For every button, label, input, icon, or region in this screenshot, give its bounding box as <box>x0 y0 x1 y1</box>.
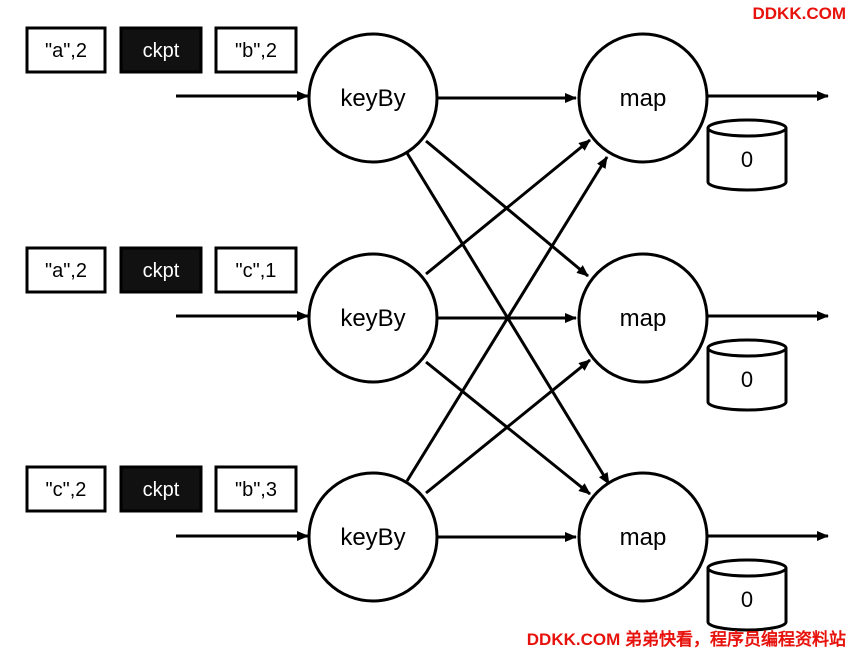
map-operator <box>577 252 709 384</box>
watermark-top: DDKK.COM <box>752 4 847 23</box>
state-value: 0 <box>741 147 753 172</box>
checkpoint-label: ckpt <box>143 260 180 282</box>
state-cylinder: 0 <box>706 558 788 632</box>
shuffle-connections <box>405 93 611 542</box>
watermark-bottom: DDKK.COM 弟弟快看，程序员编程资料站 <box>526 630 846 649</box>
checkpoint-label: ckpt <box>143 40 180 62</box>
state-value: 0 <box>741 367 753 392</box>
record-label: "c",2 <box>46 479 87 501</box>
record-box <box>214 246 298 294</box>
keyby-label: keyBy <box>340 85 405 112</box>
checkpoint-label: ckpt <box>143 479 180 501</box>
map-label: map <box>620 305 667 332</box>
record-box <box>214 465 298 513</box>
map-operator <box>577 32 709 164</box>
state-cylinder: 0 <box>706 118 788 192</box>
record-label: "c",1 <box>236 260 277 282</box>
edge-keyby2-map1 <box>425 138 591 276</box>
edge-keyby3-map2 <box>425 358 591 495</box>
state-cylinder: 0 <box>706 338 788 412</box>
stream-row: "c",2 ckpt "b",3 keyBy map 0 <box>25 465 829 632</box>
map-label: map <box>620 524 667 551</box>
checkpoint-barrier <box>119 26 203 74</box>
checkpoint-barrier <box>119 465 203 513</box>
keyby-label: keyBy <box>340 305 405 332</box>
map-operator <box>577 471 709 603</box>
map-label: map <box>620 85 667 112</box>
record-label: "b",3 <box>235 479 277 501</box>
stream-row: "a",2 ckpt "c",1 keyBy map 0 <box>25 246 829 412</box>
checkpoint-barrier <box>119 246 203 294</box>
record-label: "a",2 <box>45 260 87 282</box>
record-box <box>214 26 298 74</box>
record-box <box>25 465 107 513</box>
keyby-label: keyBy <box>340 524 405 551</box>
record-label: "a",2 <box>45 40 87 62</box>
state-value: 0 <box>741 587 753 612</box>
stream-row: "a",2 ckpt "b",2 keyBy map 0 <box>25 26 829 192</box>
edge-keyby3-map1 <box>405 156 609 482</box>
record-box <box>25 246 107 294</box>
record-label: "b",2 <box>235 40 277 62</box>
record-box <box>25 26 107 74</box>
